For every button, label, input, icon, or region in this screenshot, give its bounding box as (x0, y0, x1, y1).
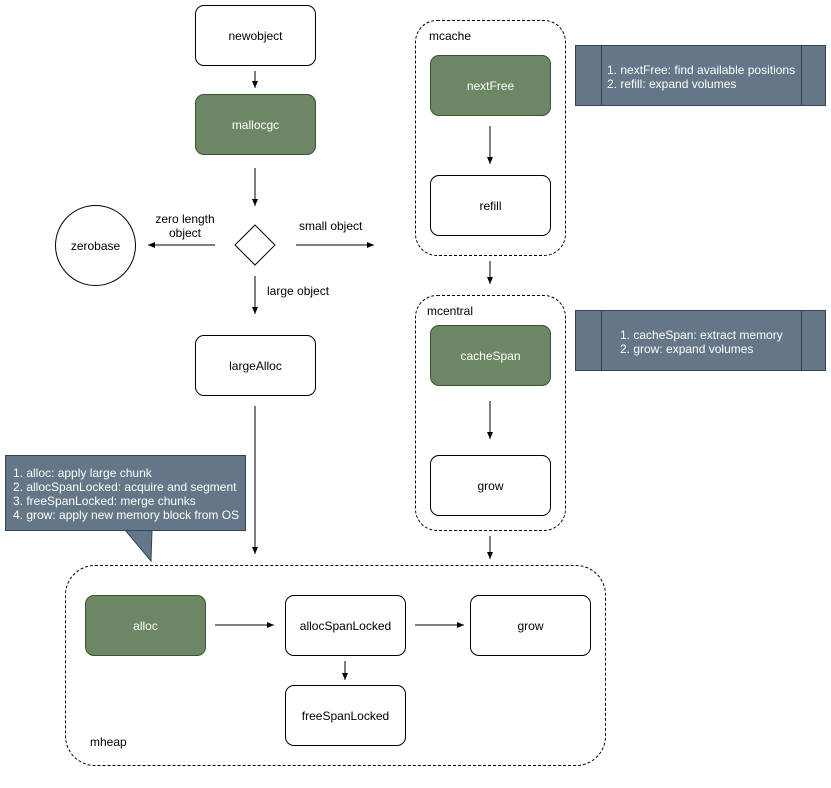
mheap-label: mheap (90, 735, 127, 749)
zero-length-line1: zero length (155, 212, 215, 226)
mcache-label: mcache (429, 29, 472, 43)
newobject-node[interactable]: newobject (195, 5, 316, 66)
zero-length-object-label: zero length object (150, 212, 220, 240)
mcentral-note: 1. cacheSpan: extract memory 2. grow: ex… (575, 310, 826, 371)
mheap-group (65, 565, 606, 766)
allocspanlocked-node[interactable]: allocSpanLocked (285, 595, 406, 656)
mheap-note-line-4: 4. grow: apply new memory block from OS (13, 508, 240, 522)
zerobase-node[interactable]: zerobase (55, 205, 136, 286)
mcentral-group (415, 295, 566, 531)
mcentral-note-line-1: 1. cacheSpan: extract memory (620, 328, 783, 342)
mcache-note-line-1: 1. nextFree: find available positions (607, 63, 796, 77)
nextfree-node[interactable]: nextFree (430, 55, 551, 116)
mheap-note-line-1: 1. alloc: apply large chunk (13, 466, 152, 480)
heap-grow-node[interactable]: grow (470, 595, 591, 656)
refill-node[interactable]: refill (430, 175, 551, 236)
mcache-group (415, 20, 566, 256)
decision-diamond (234, 224, 276, 266)
mcentral-label: mcentral (427, 304, 474, 318)
mcache-note: 1. nextFree: find available positions 2.… (575, 45, 826, 106)
mheap-note-line-2: 2. allocSpanLocked: acquire and segment (13, 480, 237, 494)
small-object-label: small object (299, 219, 363, 233)
note-mheap-tail (123, 529, 153, 563)
cachespan-node[interactable]: cacheSpan (430, 325, 551, 386)
mallocgc-node[interactable]: mallocgc (195, 94, 316, 155)
freespanlocked-node[interactable]: freeSpanLocked (285, 685, 406, 746)
central-grow-node[interactable]: grow (430, 455, 551, 516)
mheap-note: 1. alloc: apply large chunk 2. allocSpan… (5, 455, 246, 531)
mcentral-note-line-2: 2. grow: expand volumes (620, 342, 754, 356)
largealloc-node[interactable]: largeAlloc (195, 335, 316, 396)
heap-alloc-node[interactable]: alloc (85, 595, 206, 656)
mcache-note-line-2: 2. refill: expand volumes (607, 77, 737, 91)
mheap-note-line-3: 3. freeSpanLocked: merge chunks (13, 494, 196, 508)
zero-length-line2: object (168, 226, 202, 240)
large-object-label: large object (267, 284, 330, 298)
